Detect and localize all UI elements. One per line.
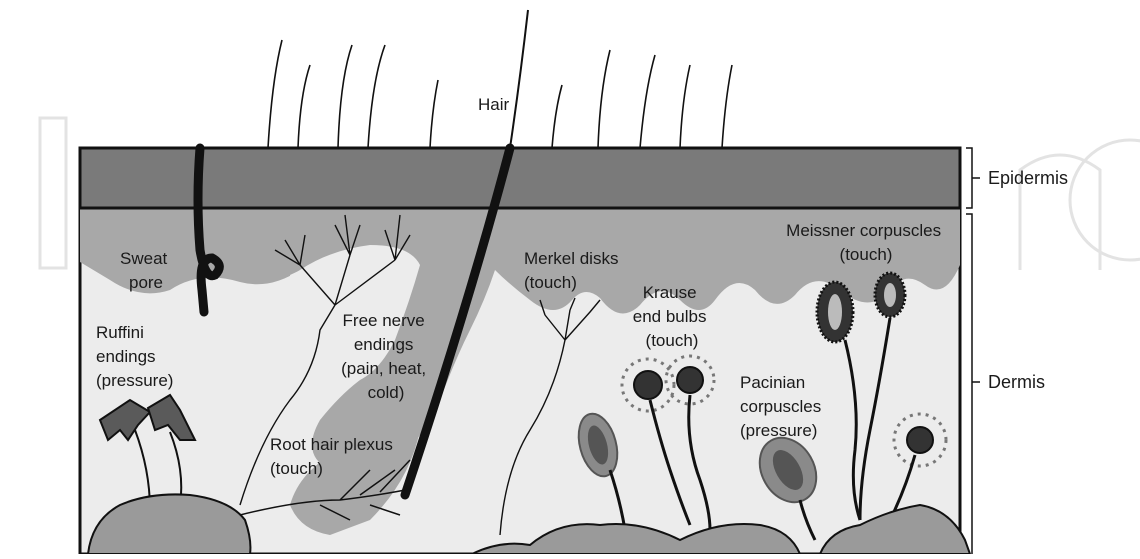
layer-brackets [966, 148, 980, 554]
dermis-label: Dermis [988, 372, 1045, 392]
epidermis-layer [80, 148, 960, 208]
hair-label: Hair [478, 95, 510, 114]
epidermis-label: Epidermis [988, 168, 1068, 188]
surface-hairs [268, 40, 732, 148]
hair-shaft [510, 10, 528, 148]
